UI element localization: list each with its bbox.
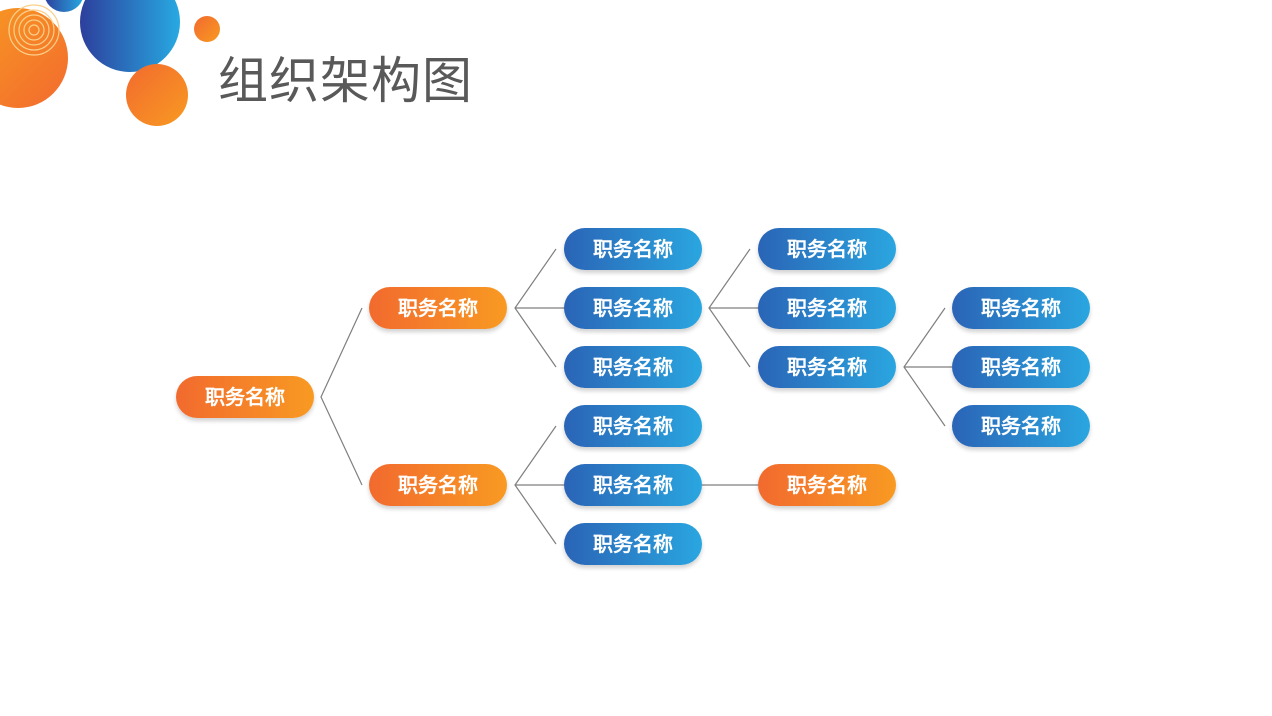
page-title: 组织架构图 (218, 52, 473, 110)
org-node-upper: 职务名称 (369, 287, 507, 329)
decor-circle-orange-tiny (194, 16, 220, 42)
org-node-upper-mid-child-3: 职务名称 (758, 346, 896, 388)
connector-upper-branches (514, 248, 564, 368)
org-node-upper-mid-child-1: 职务名称 (758, 228, 896, 270)
org-node-upper-child-2: 职务名称 (564, 287, 702, 329)
org-node-deep-child-3: 职务名称 (952, 405, 1090, 447)
decorative-circles (0, 0, 220, 126)
org-node-lower-child-2: 职务名称 (564, 464, 702, 506)
decor-circle-orange-large (0, 8, 68, 108)
decor-circle-blue-small (45, 0, 83, 12)
org-node-upper-mid-child-2: 职务名称 (758, 287, 896, 329)
org-node-upper-child-3: 职务名称 (564, 346, 702, 388)
connector-deep-branches (903, 307, 952, 427)
org-node-root: 职务名称 (176, 376, 314, 418)
org-node-lower: 职务名称 (369, 464, 507, 506)
org-node-lower-mid-child: 职务名称 (758, 464, 896, 506)
org-node-upper-child-1: 职务名称 (564, 228, 702, 270)
decor-concentric-rings (8, 4, 60, 56)
decor-circle-blue-large (80, 0, 180, 72)
org-node-lower-child-1: 职务名称 (564, 405, 702, 447)
connector-root-branches (320, 307, 363, 486)
connector-upper-mid-branches (708, 248, 758, 368)
org-node-deep-child-2: 职务名称 (952, 346, 1090, 388)
org-node-deep-child-1: 职务名称 (952, 287, 1090, 329)
connector-lower-branches (514, 425, 564, 545)
decor-circle-orange-medium (126, 64, 188, 126)
org-node-lower-child-3: 职务名称 (564, 523, 702, 565)
